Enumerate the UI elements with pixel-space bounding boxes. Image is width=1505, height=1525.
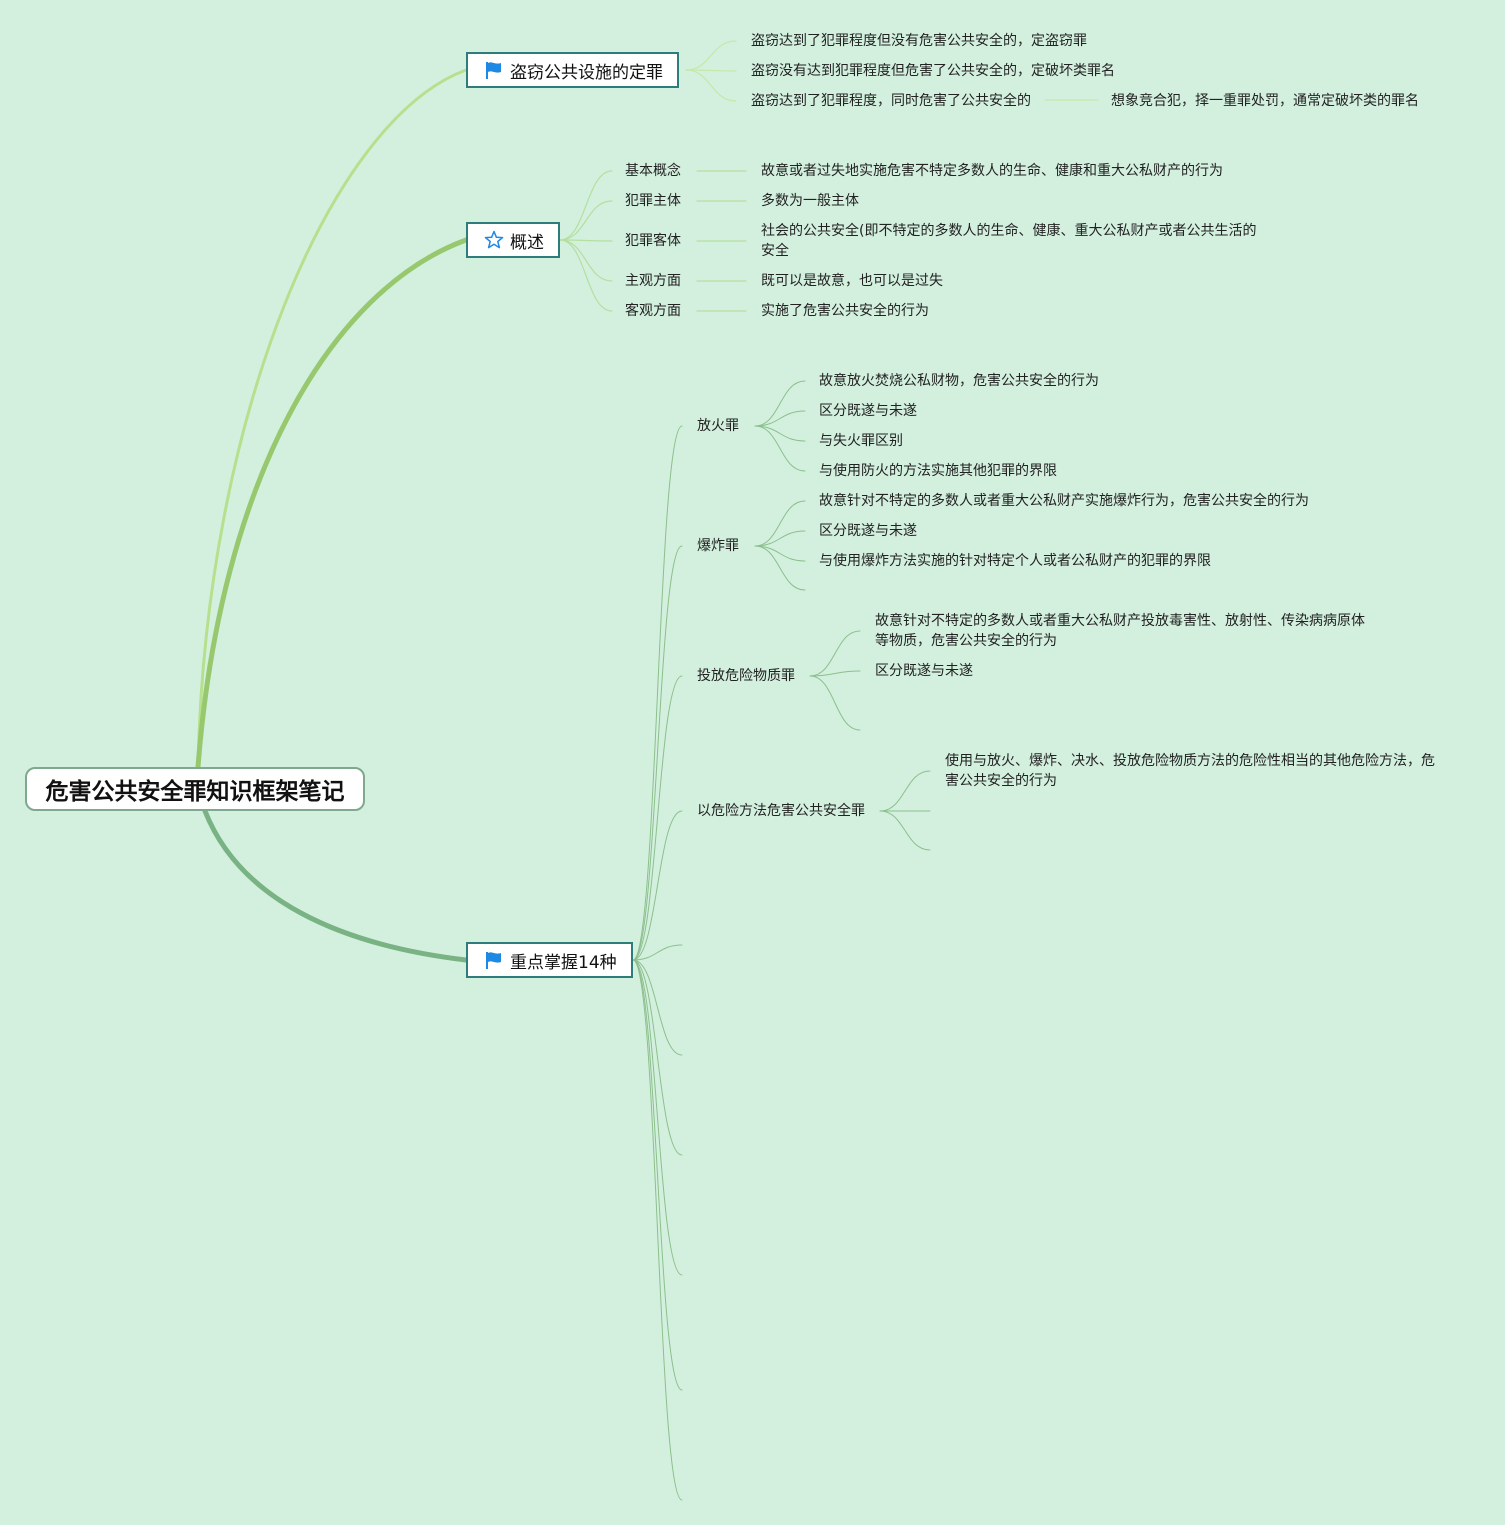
explosion-point-3[interactable]: 与使用爆炸方法实施的针对特定个人或者公私财产的犯罪的界限 (819, 553, 1211, 569)
explosion-link-3 (754, 545, 806, 562)
overview-value-basic-concept[interactable]: 故意或者过失地实施危害不特定多数人的生命、健康和重大公私财产的行为 (761, 163, 1223, 179)
substances-link-1 (809, 630, 861, 677)
branch-theft-public-facilities[interactable]: 盗窃公共设施的定罪 (466, 52, 679, 88)
theft-item-3[interactable]: 盗窃达到了犯罪程度，同时危害了公共安全的 (751, 93, 1031, 109)
overview-key-basic-concept[interactable]: 基本概念 (625, 163, 681, 179)
overview-value-subject[interactable]: 多数为一般主体 (761, 193, 859, 209)
arson-point-3[interactable]: 与失火罪区别 (819, 433, 903, 449)
crime-explosion[interactable]: 爆炸罪 (697, 538, 739, 554)
key14-link-6 (632, 959, 683, 1056)
key14-link-1 (632, 425, 683, 961)
explosion-link-1 (754, 500, 806, 547)
substances-point-1[interactable]: 故意针对不特定的多数人或者重大公私财产投放毒害性、放射性、传染病病原体等物质，危… (875, 613, 1365, 649)
branch-line-key14 (202, 808, 469, 963)
methods-link-3 (879, 810, 931, 851)
substances-point-2[interactable]: 区分既遂与未遂 (875, 663, 973, 679)
key14-link-9 (632, 959, 683, 1391)
arson-link-4 (754, 425, 806, 472)
branch-line-theft (196, 68, 468, 769)
branch-line-overview (195, 237, 469, 770)
arson-link-1 (754, 380, 806, 427)
overview-key-objective[interactable]: 客观方面 (625, 303, 681, 319)
overview-key-object[interactable]: 犯罪客体 (625, 233, 681, 249)
key14-link-5 (632, 944, 683, 961)
key14-link-2 (632, 545, 683, 961)
arson-point-4[interactable]: 与使用防火的方法实施其他犯罪的界限 (819, 463, 1057, 479)
arson-link-2 (754, 410, 806, 427)
explosion-point-1[interactable]: 故意针对不特定的多数人或者重大公私财产实施爆炸行为，危害公共安全的行为 (819, 493, 1309, 509)
substances-link-2 (809, 670, 861, 677)
flag-icon (484, 60, 504, 80)
key14-link-10 (632, 959, 683, 1501)
arson-point-1[interactable]: 故意放火焚烧公私财物，危害公共安全的行为 (819, 373, 1099, 389)
branch-key-14-crimes[interactable]: 重点掌握14种 (466, 942, 633, 978)
key14-link-7 (632, 959, 683, 1156)
branch-overview[interactable]: 概述 (466, 222, 560, 258)
overview-value-object[interactable]: 社会的公共安全(即不特定的多数人的生命、健康、重大公私财产或者公共生活的安全 (761, 223, 1257, 259)
star-icon (484, 230, 504, 250)
arson-link-3 (754, 425, 806, 442)
overview-link-4 (559, 239, 613, 282)
overview-key-subject[interactable]: 犯罪主体 (625, 193, 681, 209)
root-topic[interactable]: 危害公共安全罪知识框架笔记 (25, 767, 365, 811)
methods-point-1[interactable]: 使用与放火、爆炸、决水、投放危险物质方法的危险性相当的其他危险方法，危害公共安全… (945, 753, 1435, 789)
key14-link-8 (632, 959, 683, 1276)
crime-dangerous-methods[interactable]: 以危险方法危害公共安全罪 (697, 803, 865, 819)
arson-point-2[interactable]: 区分既遂与未遂 (819, 403, 917, 419)
theft-conclusion[interactable]: 想象竞合犯，择一重罪处罚，通常定破坏类的罪名 (1111, 93, 1419, 109)
key14-link-3 (632, 675, 683, 961)
flag-icon (484, 950, 504, 970)
branch-key14-label: 重点掌握14种 (510, 952, 617, 973)
theft-item-2[interactable]: 盗窃没有达到犯罪程度但危害了公共安全的，定破坏类罪名 (751, 63, 1115, 79)
branch-theft-label: 盗窃公共设施的定罪 (510, 62, 663, 83)
overview-link-3 (559, 239, 613, 242)
overview-link-5 (559, 239, 613, 312)
theft-link-1 (685, 40, 737, 71)
key14-link-4 (632, 810, 683, 961)
explosion-link-4 (754, 545, 806, 591)
branch-overview-label: 概述 (510, 232, 544, 253)
explosion-point-2[interactable]: 区分既遂与未遂 (819, 523, 917, 539)
crime-dangerous-substances[interactable]: 投放危险物质罪 (697, 668, 795, 684)
crime-arson[interactable]: 放火罪 (697, 418, 739, 434)
substances-link-3 (809, 675, 861, 731)
overview-value-subjective[interactable]: 既可以是故意，也可以是过失 (761, 273, 943, 289)
overview-link-1 (559, 170, 613, 241)
explosion-link-2 (754, 530, 806, 547)
methods-link-1 (879, 770, 931, 812)
overview-key-subjective[interactable]: 主观方面 (625, 273, 681, 289)
overview-value-objective[interactable]: 实施了危害公共安全的行为 (761, 303, 929, 319)
theft-item-1[interactable]: 盗窃达到了犯罪程度但没有危害公共安全的，定盗窃罪 (751, 33, 1087, 49)
theft-link-3 (685, 69, 737, 102)
overview-link-2 (559, 200, 613, 241)
